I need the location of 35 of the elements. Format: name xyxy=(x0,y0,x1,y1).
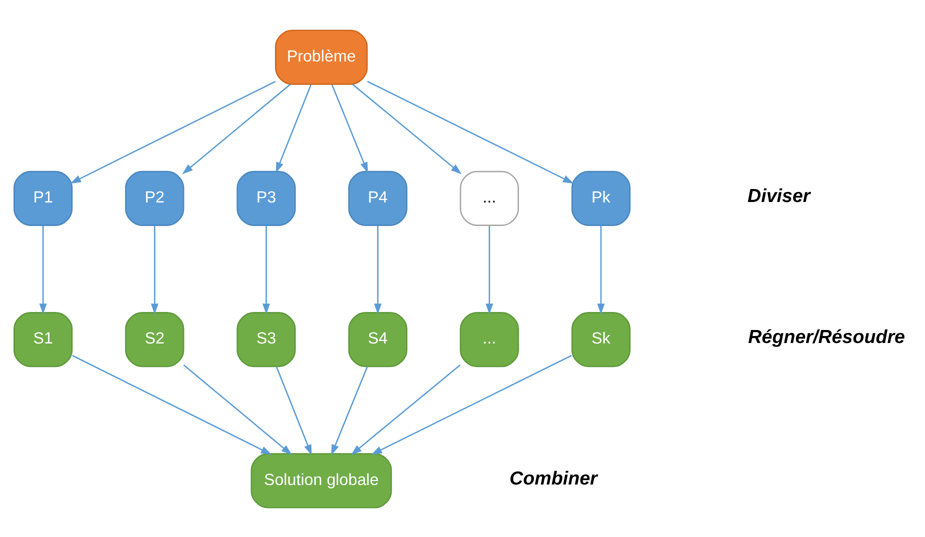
arrow xyxy=(70,80,276,184)
node-box: Problème xyxy=(274,29,368,84)
arrow xyxy=(39,225,47,314)
node-box: ... xyxy=(460,170,519,226)
node-box: P3 xyxy=(236,170,296,226)
arrow xyxy=(276,366,312,455)
arrow xyxy=(331,366,368,455)
arrow xyxy=(597,225,605,314)
node-box: Pk xyxy=(571,170,631,226)
arrow xyxy=(183,364,292,454)
arrow xyxy=(331,84,368,173)
node-box: Sk xyxy=(571,312,631,367)
arrow xyxy=(182,83,291,174)
node-box: S2 xyxy=(125,312,184,367)
node-box: Solution globale xyxy=(250,452,392,508)
node-box: ... xyxy=(460,312,519,367)
node-box: S1 xyxy=(13,312,73,367)
arrow xyxy=(371,354,572,454)
arrow xyxy=(367,80,574,184)
arrow xyxy=(352,83,462,174)
label: Régner/Résoudre xyxy=(748,326,905,347)
arrow xyxy=(486,225,494,314)
node-box: S3 xyxy=(236,312,296,367)
label: Diviser xyxy=(748,184,810,206)
arrow xyxy=(262,225,270,314)
node-box: P4 xyxy=(348,170,408,226)
node-box: S4 xyxy=(348,312,408,367)
node-box: P1 xyxy=(13,170,73,226)
arrow xyxy=(72,354,272,454)
node-box: P2 xyxy=(125,170,184,226)
arrow xyxy=(276,84,312,173)
label: Combiner xyxy=(510,466,598,488)
arrow xyxy=(374,225,382,314)
arrow xyxy=(351,364,461,454)
arrow xyxy=(150,225,158,314)
